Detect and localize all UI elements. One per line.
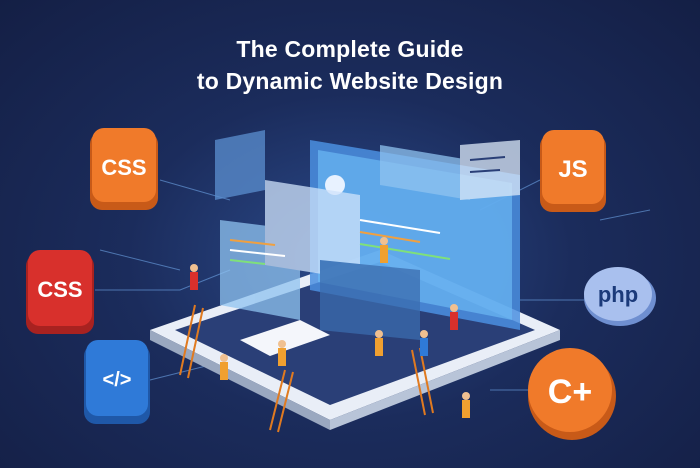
- js-label: JS: [558, 156, 587, 183]
- people: [190, 237, 470, 418]
- css-badge-orange: CSS: [90, 128, 158, 210]
- code-badge: </>: [84, 340, 150, 424]
- css-label: CSS: [101, 155, 146, 180]
- title-line-2: to Dynamic Website Design: [196, 68, 504, 94]
- ladders: [179, 304, 434, 433]
- code-icon: </>: [103, 369, 132, 391]
- floating-panels: [215, 130, 520, 340]
- page-title: The Complete Guide to Dynamic Website De…: [0, 33, 700, 97]
- js-badge: JS: [540, 130, 606, 212]
- php-badge: php: [584, 267, 656, 326]
- php-label: php: [598, 282, 638, 307]
- keyboard: [240, 320, 330, 356]
- css-badge-red: CSS: [26, 250, 94, 334]
- title-line-1: The Complete Guide: [236, 36, 464, 62]
- cplus-badge: C+: [528, 348, 616, 440]
- code-lines: [229, 156, 506, 265]
- cplus-label: C+: [548, 373, 592, 411]
- css-label: CSS: [37, 277, 82, 302]
